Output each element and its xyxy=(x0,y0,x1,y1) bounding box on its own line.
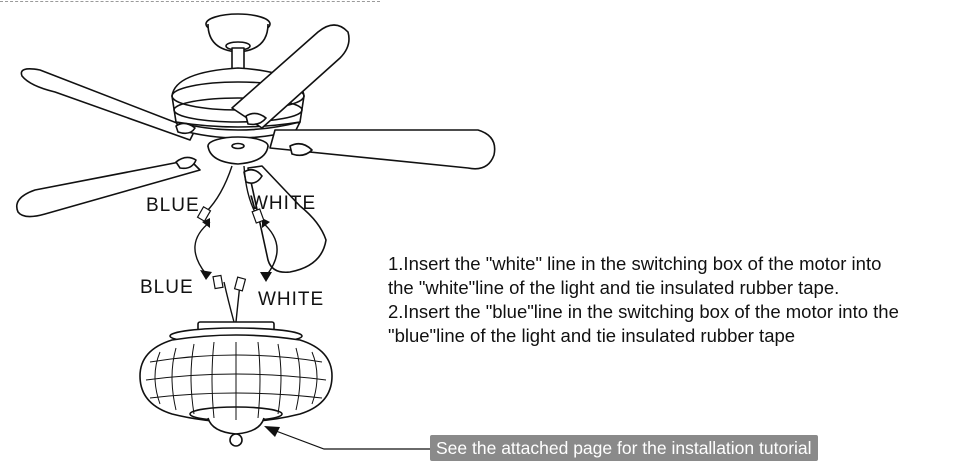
tutorial-callout-box: See the attached page for the installati… xyxy=(430,435,818,461)
white-connect-arrow xyxy=(261,221,278,277)
blue-connect-arrow xyxy=(194,221,211,275)
callout-pointer-line xyxy=(267,427,432,450)
fan-blade-left xyxy=(20,68,196,141)
light-blue-label: BLUE xyxy=(140,277,194,298)
fan-blade-lower-right xyxy=(247,165,327,274)
fan-blue-label: BLUE xyxy=(146,195,200,216)
instruction-text: 1.Insert the "white" line in the switchi… xyxy=(388,252,908,348)
finial xyxy=(229,433,243,447)
instruction-step-1: 1.Insert the "white" line in the switchi… xyxy=(388,253,882,298)
fan-blue-wire xyxy=(205,165,233,213)
dashed-border-line xyxy=(0,1,380,2)
light-blue-wire xyxy=(223,281,235,323)
callout-arrowhead xyxy=(264,426,280,437)
fan-blade-lower-left xyxy=(16,159,201,218)
fan-blade-upper-right xyxy=(231,24,350,129)
fan-blade-right xyxy=(269,129,496,170)
fan-white-label: WHITE xyxy=(250,193,317,214)
instruction-step-2: 2.Insert the "blue"line in the switching… xyxy=(388,301,899,346)
light-white-label: WHITE xyxy=(258,289,325,310)
